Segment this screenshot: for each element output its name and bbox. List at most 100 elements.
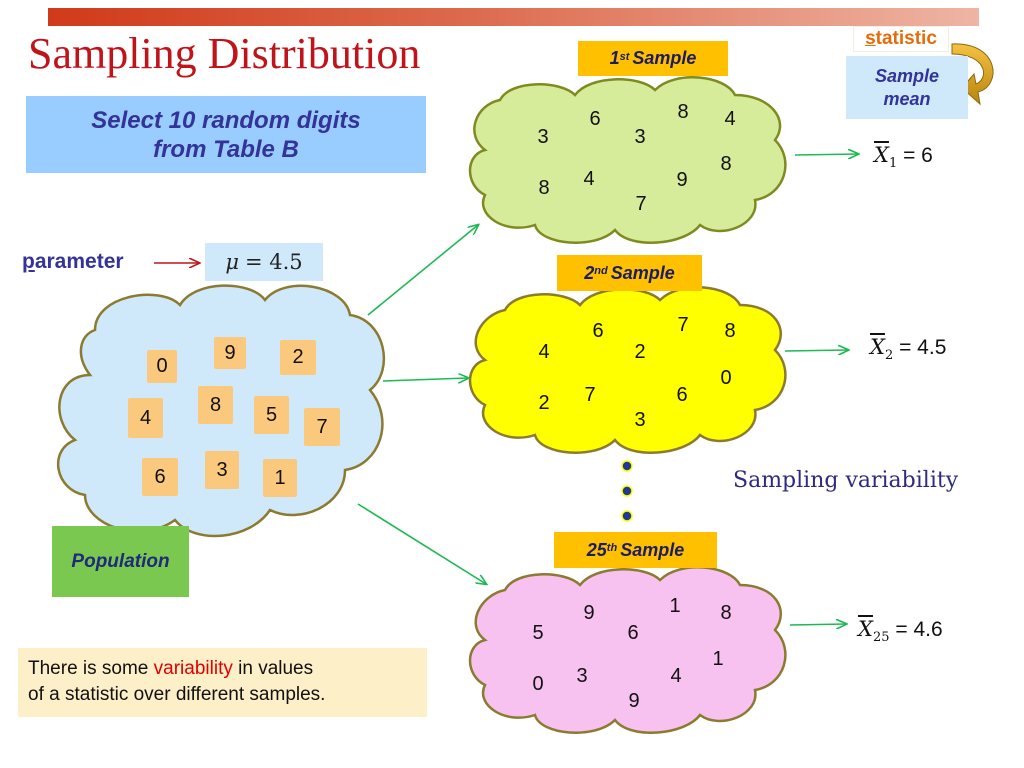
sample-2-digit: 2 (634, 341, 646, 363)
sample-25-sup: th (606, 542, 618, 554)
population-digit: 1 (263, 459, 297, 497)
sampling-variability-label: Sampling variability (733, 468, 959, 493)
parameter-label: parameter (22, 250, 124, 274)
sample-25-word: Sample (620, 539, 685, 560)
parameter-first-letter: p (22, 250, 35, 273)
sample-2-digit: 3 (634, 409, 646, 431)
page-title: Sampling Distribution (28, 29, 421, 78)
statistic-label: statistic (853, 26, 949, 52)
sample-1-digit: 4 (724, 108, 736, 130)
sample-25-digit: 9 (583, 602, 595, 624)
sample-2-cloud (468, 286, 787, 454)
sample-2-digit: 7 (677, 314, 689, 336)
sample-2-digit: 6 (592, 320, 604, 342)
xbar-25-symbol: X (858, 617, 873, 641)
sample-2-digit: 6 (676, 384, 688, 406)
top-decorative-bar (48, 8, 979, 26)
note-after: in values (232, 658, 314, 679)
population-digit: 8 (198, 386, 233, 424)
note-highlight: variability (153, 658, 233, 679)
sample-25-digit: 6 (627, 622, 639, 644)
note-before: There is some (28, 658, 154, 679)
sample-25-digit: 1 (712, 648, 724, 670)
sample-1-digit: 6 (589, 108, 601, 130)
arrow-to-xbar-25 (789, 624, 846, 625)
sample-25-num: 25 (586, 539, 607, 560)
sample-1-digit: 8 (538, 177, 550, 199)
xbar-25-sub: 25 (872, 630, 890, 646)
sample-25-digit: 1 (669, 595, 681, 617)
sample-1-digit: 7 (635, 193, 647, 215)
xbar-25: X25 = 4.6 (858, 617, 943, 645)
sample-1-digit: 8 (720, 153, 732, 175)
sample-25-digit: 4 (670, 665, 682, 687)
population-digit: 6 (142, 458, 178, 496)
select-line-2: from Table B (153, 135, 299, 163)
xbar-1-symbol: X (874, 143, 889, 167)
statistic-rest: tatistic (875, 28, 937, 49)
note-line-1: There is some variability in values (28, 656, 427, 682)
xbar-1-value: = 6 (903, 144, 933, 167)
arrow-to-sample-2 (382, 378, 468, 381)
sample-25-digit: 0 (532, 673, 544, 695)
statistic-first-letter: s (865, 28, 876, 49)
sample-2-sup: nd (594, 265, 608, 277)
sample-25-cloud (468, 566, 787, 734)
sample-1-digit: 3 (537, 126, 549, 148)
sample-25-digit: 3 (576, 665, 588, 687)
ellipsis-dot (621, 485, 633, 497)
mu-value-box: μ = 4.5 (205, 243, 323, 281)
mu-value: = 4.5 (244, 250, 303, 274)
sample-25-digit: 9 (628, 690, 640, 712)
population-digit: 9 (214, 337, 246, 369)
sample-1-num: 1 (609, 48, 620, 68)
xbar-2: X2 = 4.5 (870, 335, 946, 363)
sample-2-digit: 7 (584, 384, 596, 406)
sample-1-digit: 3 (634, 126, 646, 148)
xbar-25-value: = 4.6 (895, 618, 943, 641)
arrow-to-xbar-1 (794, 154, 858, 155)
population-digit: 0 (147, 350, 177, 383)
population-digit: 2 (280, 340, 316, 375)
parameter-rest: arameter (34, 250, 124, 273)
population-digit: 3 (205, 451, 239, 489)
population-digit: 7 (304, 408, 340, 446)
sample-1-digit: 9 (676, 169, 688, 191)
arrow-to-sample-25 (357, 503, 486, 584)
sample-2-word: Sample (610, 262, 675, 283)
population-label: Population (52, 526, 189, 597)
xbar-1-sub: 1 (888, 156, 898, 172)
population-digit: 4 (128, 398, 163, 438)
sample-mean-box: Sample mean (846, 56, 968, 119)
sample-2-digit: 2 (538, 392, 550, 414)
sample-2-digit: 8 (724, 320, 736, 342)
select-digits-box: Select 10 random digits from Table B (26, 96, 426, 173)
ellipsis-dot (621, 510, 633, 522)
curved-arrow-icon (951, 43, 994, 106)
sample-1-digit: 4 (583, 168, 595, 190)
sample-2-digit: 0 (720, 367, 732, 389)
sample-mean-line-1: Sample (874, 65, 940, 86)
arrow-to-sample-1 (367, 225, 478, 316)
sample-25-digit: 5 (532, 622, 544, 644)
sample-1-digit: 8 (677, 101, 689, 123)
arrow-to-xbar-2 (784, 350, 848, 351)
sample-2-num: 2 (584, 262, 595, 283)
xbar-2-symbol: X (870, 335, 885, 359)
xbar-2-value: = 4.5 (899, 336, 947, 359)
sample-25-digit: 8 (720, 602, 732, 624)
sample-mean-line-2: mean (883, 88, 931, 109)
select-line-1: Select 10 random digits (91, 106, 361, 134)
ellipsis-dot (621, 460, 633, 472)
xbar-1: X1 = 6 (874, 143, 933, 171)
mu-symbol: μ (225, 250, 239, 274)
sample-1-cloud (468, 76, 787, 244)
xbar-2-sub: 2 (884, 348, 894, 364)
note-box: There is some variability in values of a… (18, 648, 427, 717)
note-line-2: of a statistic over different samples. (28, 684, 326, 705)
population-digit: 5 (254, 396, 289, 434)
sample-1-word: Sample (632, 48, 697, 68)
